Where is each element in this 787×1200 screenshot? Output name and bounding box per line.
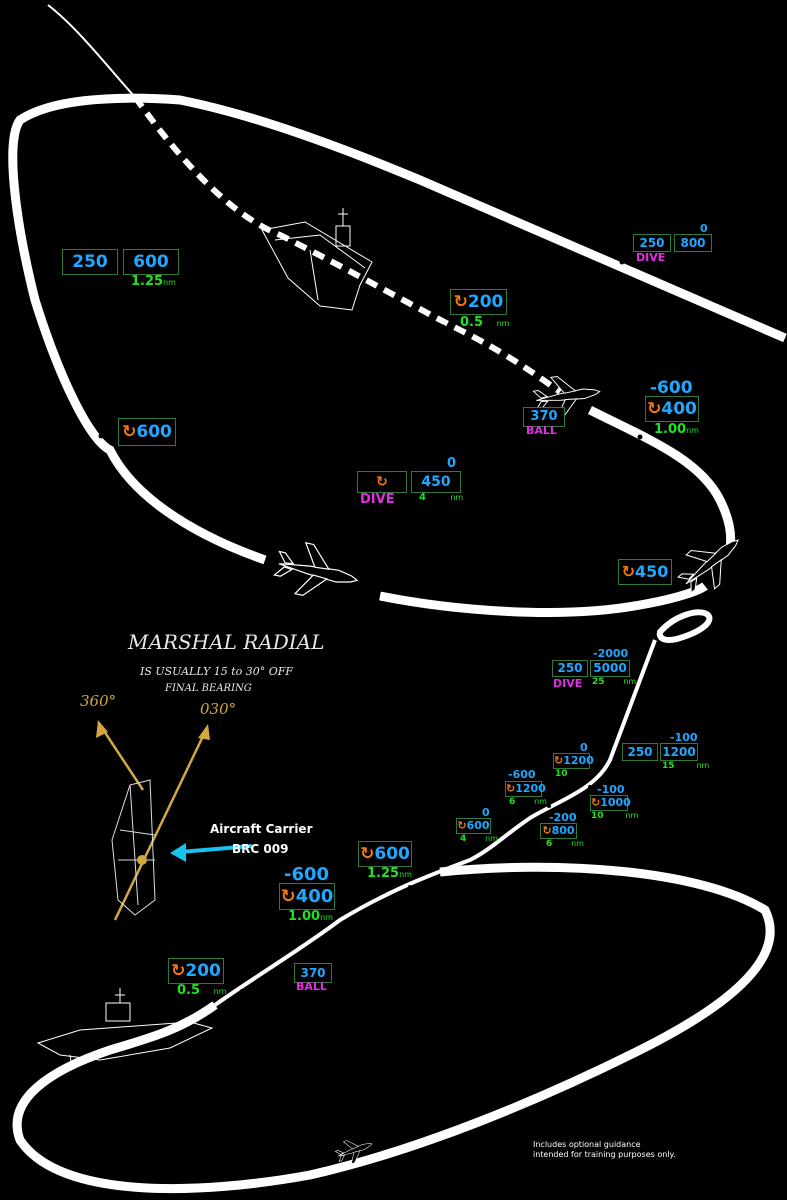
b-distance-15: 15 nm [662,761,709,771]
box-altitude-200: ↻200 [450,289,507,315]
top-dashed-final [135,97,560,392]
b-box-r250: 250 [622,743,658,761]
label-360: 360° [80,692,116,710]
bottom-carrier-icon [38,988,212,1068]
box-dive-800: 800 [674,234,712,252]
b-distance-10c: 10 nm [591,811,638,821]
b-dive-top: -2000 [593,647,628,660]
annotation-line2: IS USUALLY 15 to 30° OFF [140,665,293,678]
climb-icon: ↻ [376,474,388,490]
b-box-b1200: ↻1200 [505,781,542,797]
box-altitude-600-left: ↻600 [118,418,176,446]
footnote: Includes optional guidance intended for … [533,1140,676,1160]
box-airspeed-250: 250 [62,249,118,275]
top-jet-icon-left [272,538,363,606]
distance-1-25: 1.25nm [131,274,176,289]
annotation-line1: MARSHAL RADIAL [128,630,324,654]
top-carrier-icon [262,208,372,310]
box-dive-250: 250 [633,234,671,252]
b-distance-6b: 6 nm [509,797,547,807]
top-jet-icon-right [670,523,752,602]
b-label-ball: BALL [296,980,327,993]
b-box-e800: ↻800 [540,823,577,839]
climb-icon: ↻ [171,961,185,981]
annotation-line3: FINAL BEARING [165,683,252,694]
top-pattern-track-lower [380,586,705,612]
climb-icon: ↻ [506,782,515,795]
carrier-label-1: Aircraft Carrier [210,822,313,836]
bottom-holding-loop [660,612,710,640]
b-b-top: -600 [508,768,536,781]
b-box-5000: 5000 [590,660,630,677]
b-distance-0-5: 0.5 nm [177,983,226,998]
climb-icon: ↻ [591,796,600,809]
label-dive-top: DIVE [636,251,665,264]
b-distance-1-25: 1.25nm [367,866,412,881]
b-box-f600: ↻600 [358,841,412,867]
arrow-030 [115,732,205,920]
arrow-360 [102,728,143,790]
climb-icon: ↻ [281,886,296,907]
b-distance-10a: 10 [555,769,568,779]
carrier-label-2: BRC 009 [232,842,288,856]
box-altitude-450: ↻450 [618,559,672,585]
climb-icon: ↻ [454,292,468,312]
vvi-minus-600: -600 [650,378,693,398]
box-dive2-450: 450 [411,471,461,493]
b-vvi-minus-600: -600 [284,864,329,885]
climb-icon: ↻ [457,819,466,832]
box-altitude-600: 600 [123,249,179,275]
b-box-d600: ↻600 [456,818,491,834]
box-dive2-icon: ↻ [357,471,407,493]
footnote-line2: intended for training purposes only. [533,1150,676,1160]
b-box-a1200: ↻1200 [553,753,590,769]
climb-icon: ↻ [622,562,635,581]
b-box-g400: ↻400 [279,883,335,910]
b-box-r1200: 1200 [660,743,698,761]
b-distance-1-00: 1.00nm [288,909,333,924]
box-altitude-400: ↻400 [645,396,699,422]
climb-icon: ↻ [554,754,563,767]
label-ball-top: BALL [526,424,557,437]
distance-1-00: 1.00nm [654,422,699,437]
b-distance-4: 4 nm [460,834,498,844]
b-label-dive: DIVE [553,677,582,690]
b-box-c1000: ↻1000 [590,795,628,811]
climb-icon: ↻ [360,844,374,864]
climb-icon: ↻ [122,422,136,442]
top-incoming-track [48,5,135,97]
b-distance-25: 25 nm [592,677,636,687]
b-box-250: 250 [552,660,588,677]
b-box-h200: ↻200 [168,958,224,984]
label-dive-mid: DIVE [360,492,395,507]
distance-0-5: 0.5 nm [460,315,509,330]
distance-4: 4 nm [419,492,463,503]
footnote-line1: Includes optional guidance [533,1140,676,1150]
climb-icon: ↻ [647,399,661,419]
dive2-top-value: 0 [447,456,456,471]
climb-icon: ↻ [542,824,551,837]
label-030: 030° [200,700,236,718]
b-distance-6e: 6 nm [546,839,584,849]
